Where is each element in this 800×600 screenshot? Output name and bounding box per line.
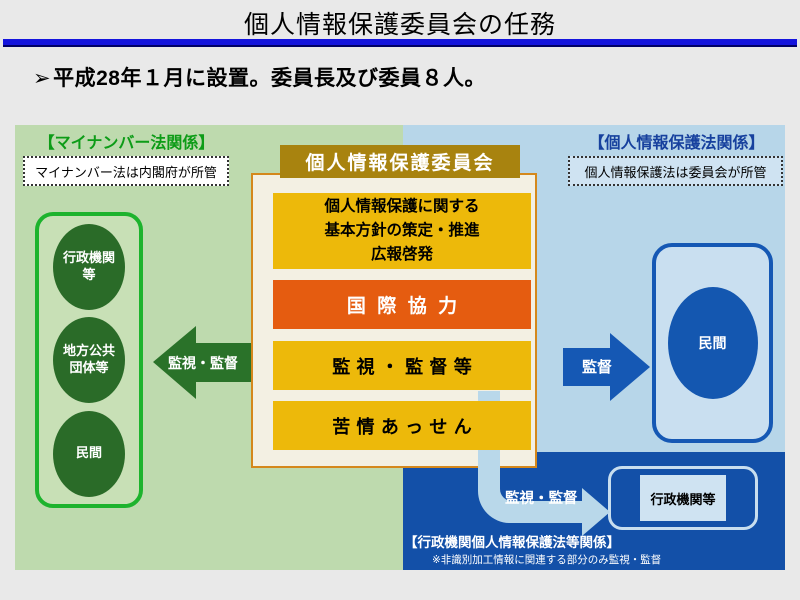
monitor-supervise-arrow-left-label: 監視・監督	[168, 355, 238, 371]
page-title: 個人情報保護委員会の任務	[243, 11, 556, 39]
task-box-monitoring: 監視・監督等	[273, 341, 531, 390]
entity-ellipse-private: 民間	[53, 410, 125, 497]
admin-law-section-header: 【行政機関個人情報保護法等関係】	[404, 535, 620, 550]
task-box-international: 国際協力	[273, 280, 531, 329]
title-underline-blue	[3, 39, 797, 45]
committee-header: 個人情報保護委員会	[280, 145, 520, 178]
mynumber-note-text: マイナンバー法は内閣府が所管	[35, 164, 217, 180]
private-sector-box: 民間	[652, 243, 773, 443]
monitor-supervise-elbow-label: 監視・監督	[505, 491, 578, 507]
bullet-text: 平成28年１月に設置。委員長及び委員８人。	[53, 67, 486, 90]
admin-law-section-note: ※非識別加工情報に関連する部分のみ監視・監督	[432, 554, 662, 566]
ppc-law-section-header: 【個人情報保護法関係】	[588, 135, 765, 152]
task-policy-line3: 広報啓発	[370, 246, 433, 263]
mynumber-section-header: 【マイナンバー法関係】	[38, 135, 215, 152]
supervise-arrow-right	[563, 333, 650, 401]
supervise-arrow-right-label: 監督	[582, 359, 613, 376]
entity-ellipse-private-sector: 民間	[667, 287, 758, 399]
ppc-law-note-box: 個人情報保護法は委員会が所管	[568, 156, 783, 186]
arrow-bullet-icon: ➢	[33, 67, 52, 90]
mynumber-entity-group: 行政機関等 地方公共団体等 民間	[35, 212, 143, 508]
entity-ellipse-local-gov: 地方公共団体等	[53, 317, 125, 403]
monitor-supervise-arrow-left	[153, 326, 251, 399]
ppc-law-note-text: 個人情報保護法は委員会が所管	[584, 164, 767, 180]
task-policy-line1: 個人情報保護に関する	[324, 197, 480, 215]
entity-ellipse-admin-organs: 行政機関等	[53, 223, 125, 310]
task-box-complaints: 苦情あっせん	[273, 401, 531, 450]
admin-organ-inner-box: 行政機関等	[640, 475, 726, 521]
task-policy-line2: 基本方針の策定・推進	[324, 221, 480, 239]
task-box-policy: 個人情報保護に関する 基本方針の策定・推進 広報啓発	[273, 193, 531, 269]
bullet-point: ➢平成28年１月に設置。委員長及び委員８人。	[33, 62, 486, 92]
mynumber-note-box: マイナンバー法は内閣府が所管	[23, 156, 229, 186]
title-underline-navy	[3, 45, 797, 47]
admin-organ-outer-box: 行政機関等	[608, 466, 758, 530]
